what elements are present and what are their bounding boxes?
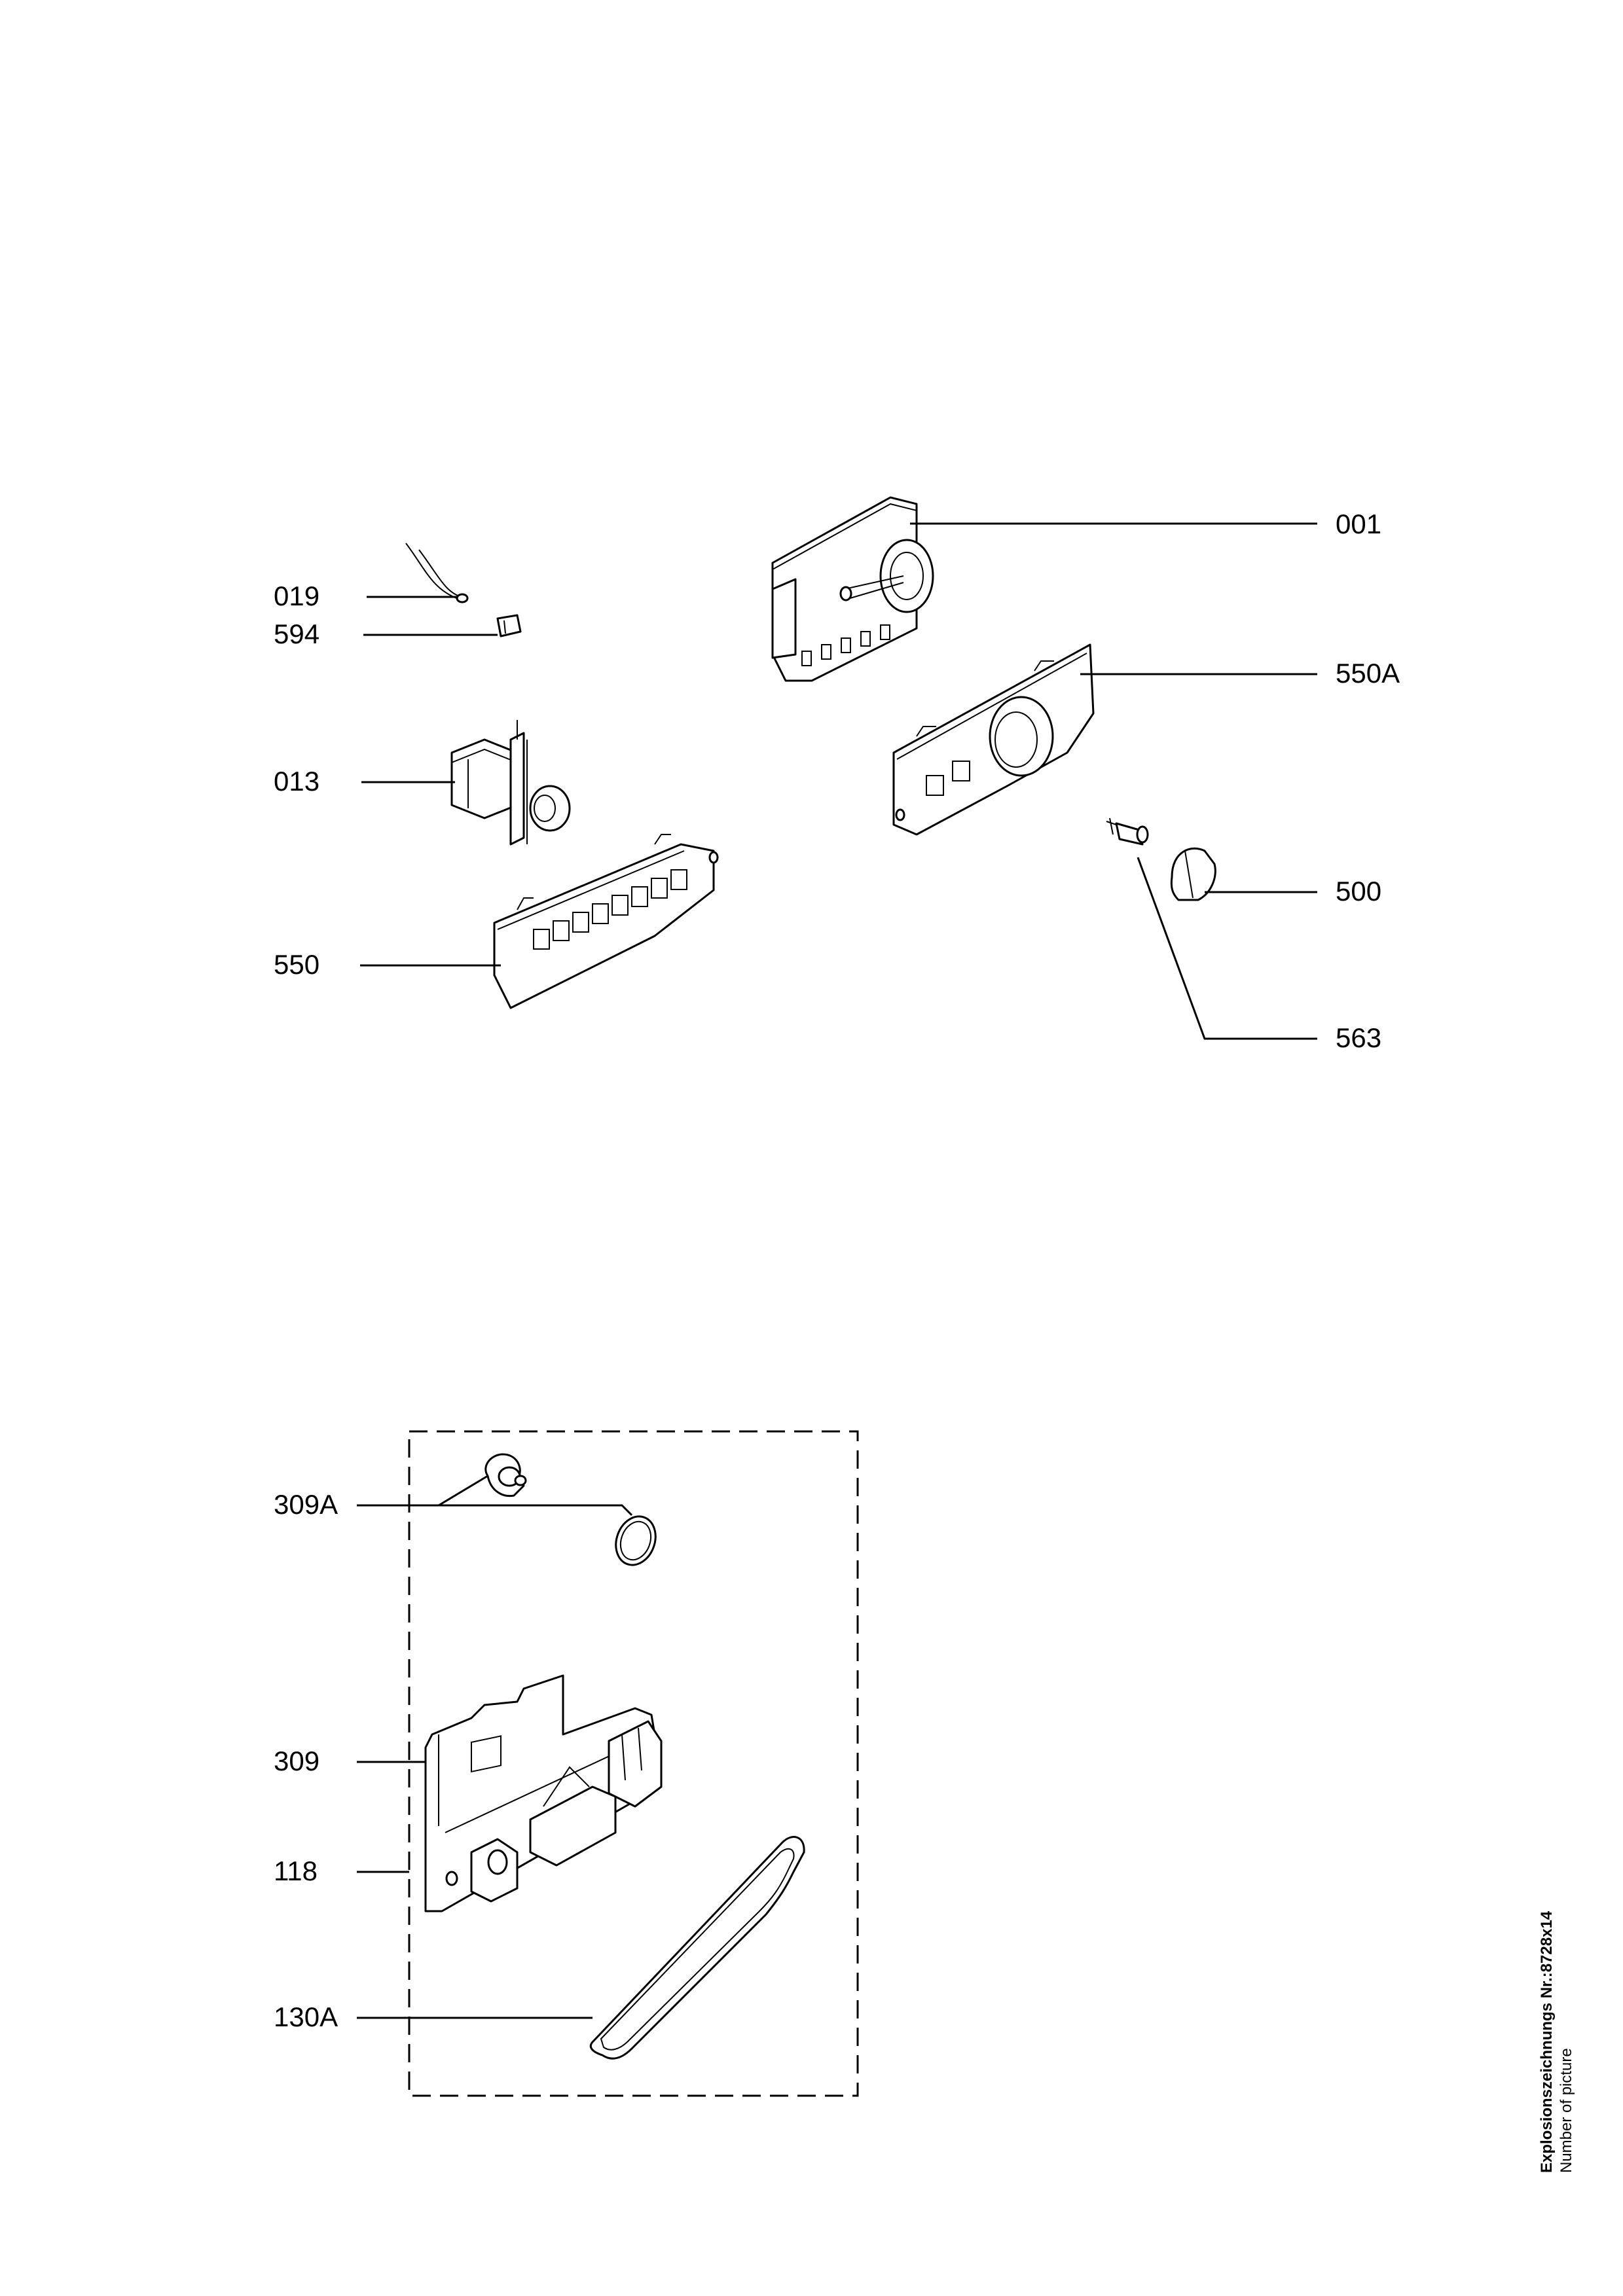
- part-001-timer: [771, 496, 934, 682]
- assembly-frame-dashed: [408, 1430, 859, 2097]
- label-118: 118: [274, 1856, 318, 1886]
- part-563-small-component: [1106, 817, 1149, 846]
- leader-lines-upper: [360, 522, 1317, 1040]
- part-309-dispenser: [424, 1674, 663, 1912]
- part-130A-gasket: [589, 1836, 805, 2060]
- label-309: 309: [274, 1746, 319, 1776]
- label-550: 550: [274, 949, 319, 980]
- label-500: 500: [1336, 876, 1381, 906]
- part-309A-fitting: [484, 1453, 527, 1498]
- label-563: 563: [1336, 1022, 1381, 1053]
- label-130A: 130A: [274, 2001, 338, 2032]
- label-013: 013: [274, 766, 319, 797]
- part-550-button-panel: [493, 834, 719, 1009]
- label-019: 019: [274, 581, 319, 611]
- part-594-clip: [496, 614, 522, 637]
- label-594: 594: [274, 619, 319, 649]
- part-013-switch: [450, 720, 571, 846]
- part-309A-ring: [615, 1515, 657, 1566]
- part-550A-dial-panel: [892, 643, 1095, 836]
- leader-lines-lower: [357, 1475, 633, 2019]
- part-019-wire-sensor: [405, 543, 469, 603]
- drawing-number-subtitle: Number of picture: [1558, 2048, 1575, 2173]
- label-001: 001: [1336, 509, 1381, 539]
- drawing-number-title: Explosionszeichnungs Nr.:8728x14: [1538, 1910, 1556, 2173]
- drawing-number-block: Explosionszeichnungs Nr.:8728x14 Number …: [1538, 1910, 1575, 2173]
- label-309A: 309A: [274, 1489, 338, 1520]
- label-550A: 550A: [1336, 658, 1400, 689]
- part-500-knob: [1170, 847, 1216, 901]
- part-labels: 001 019 594 013 550 550A 500 563 309A 30…: [274, 509, 1400, 2032]
